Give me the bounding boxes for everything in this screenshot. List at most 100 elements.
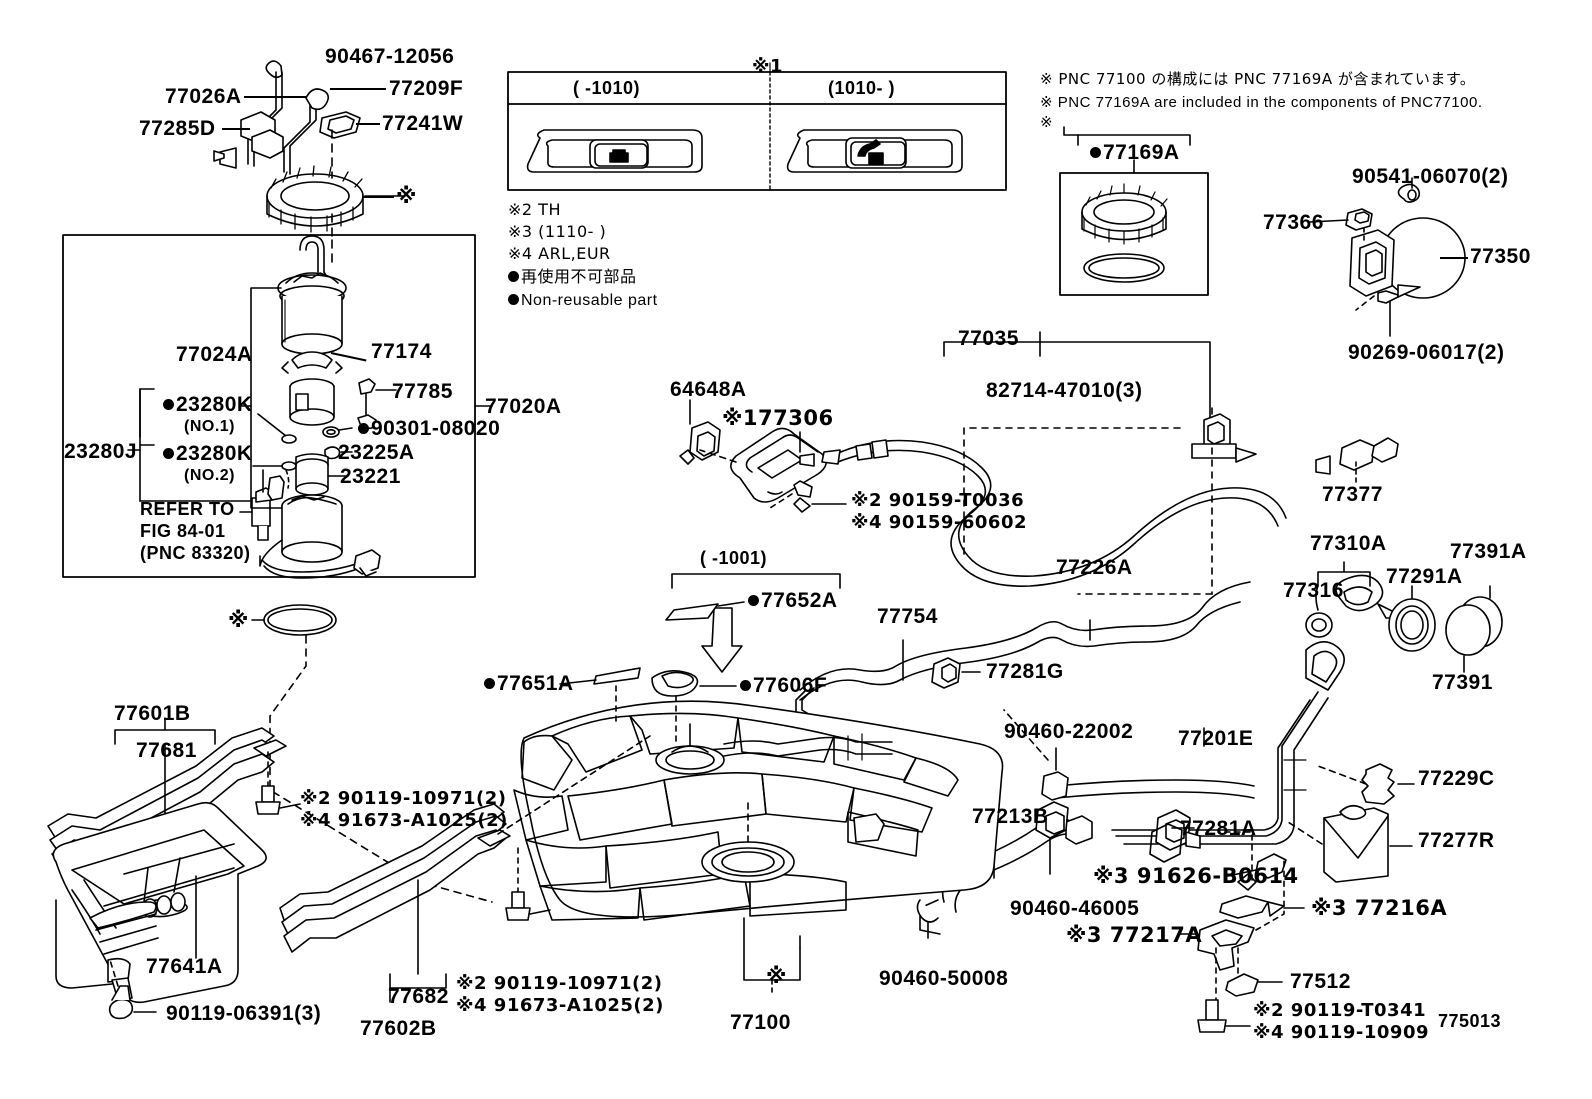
label-90119-10971-b: ※2 90119-10971(2): [456, 973, 663, 994]
label-mark-tank: ※: [766, 964, 787, 988]
leader-mark-top: [362, 196, 394, 198]
leader-77209F: [330, 88, 386, 90]
nonreusable-dot-icon-3: [1090, 146, 1101, 158]
label-23280K-1-sub: (NO.1): [184, 418, 235, 435]
label-77366: 77366: [1263, 211, 1324, 234]
label-77169A-text: 77169A: [1103, 141, 1180, 164]
label-77285D: 77285D: [139, 117, 216, 140]
label-82714-47010: 82714-47010(3): [986, 379, 1143, 402]
legend-right-range: (1010- ): [828, 78, 896, 98]
label-23280K-2: 23280K: [163, 443, 253, 464]
label-23280J: 23280J: [64, 440, 138, 463]
leader-77285D: [222, 128, 250, 130]
label-90119-10909: ※4 90119-10909: [1253, 1022, 1430, 1043]
label-77651A-text: 77651A: [497, 672, 574, 695]
note-pnc-en: ※ PNC 77169A are included in the compone…: [1040, 94, 1483, 111]
legend-left-range: ( -1010): [573, 78, 641, 98]
label-23221: 23221: [340, 465, 401, 488]
note-mark-only: ※: [1040, 113, 1054, 131]
label-mark-oring: ※: [228, 608, 249, 632]
note-nonreusable-en: Non-reusable part: [508, 293, 658, 309]
label-77100: 77100: [730, 1011, 791, 1034]
label-77024A: 77024A: [176, 343, 253, 366]
drawing-number: 775013: [1438, 1011, 1502, 1031]
label-91673-A1025-a: ※4 91673-A1025(2): [300, 810, 508, 831]
label-23280K-2-text: 23280K: [176, 442, 253, 465]
label-77601B: 77601B: [114, 702, 191, 725]
label-77216A: ※3 77216A: [1311, 896, 1448, 920]
nonreusable-dot-icon-6: [358, 422, 369, 434]
label-91626-B0614: ※3 91626-B0614: [1093, 864, 1299, 888]
label-90301-08020: 90301-08020: [358, 418, 500, 439]
label-77391: 77391: [1432, 671, 1493, 694]
label-90301-text: 90301-08020: [371, 417, 501, 440]
label-77026A: 77026A: [165, 85, 242, 108]
label-90269-06017: 90269-06017(2): [1348, 341, 1505, 364]
label-77641A: 77641A: [146, 955, 223, 978]
note-ref-4: ※4 ARL,EUR: [508, 244, 611, 263]
label-91673-A1025-b: ※4 91673-A1025(2): [456, 995, 664, 1016]
label-77217A: ※3 77217A: [1066, 923, 1203, 947]
note-ref-3: ※3 (1110- ): [508, 222, 607, 241]
label-77213B: 77213B: [972, 805, 1049, 828]
label-77651A: 77651A: [484, 673, 574, 694]
nonreusable-dot-icon-5: [163, 447, 174, 459]
label-77291A: 77291A: [1386, 565, 1463, 588]
label-64648A: 64648A: [670, 378, 747, 401]
nonreusable-dot-icon: [508, 271, 519, 282]
leader-77350: [1440, 257, 1468, 259]
label-90467-12056: 90467-12056: [325, 45, 455, 68]
legend-header-mark: ※1: [752, 56, 784, 77]
leader-77241W: [356, 123, 380, 125]
nonreusable-dot-icon-9: [740, 679, 751, 691]
label-77169A: 77169A: [1090, 142, 1180, 163]
label-77391A: 77391A: [1450, 540, 1527, 563]
nonreusable-dot-icon-8: [484, 677, 495, 689]
label-23280K-2-sub: (NO.2): [184, 467, 235, 484]
note-pnc-jp: ※ PNC 77100 の構成には PNC 77169A が含まれています。: [1040, 70, 1476, 88]
label-90119-06391: 90119-06391(3): [166, 1002, 322, 1025]
label-77201E: 77201E: [1178, 727, 1254, 750]
note-nonreusable-jp: 再使用不可部品: [508, 269, 637, 285]
label-90119-10971-a: ※2 90119-10971(2): [300, 788, 507, 809]
label-77606F-text: 77606F: [753, 674, 828, 697]
label-77350: 77350: [1470, 245, 1531, 268]
label-90460-46005: 90460-46005: [1010, 897, 1140, 920]
nonreusable-dot-icon-7: [748, 594, 759, 606]
label-77602B: 77602B: [360, 1017, 437, 1040]
label-77682: 77682: [388, 985, 449, 1008]
label-23225A: 23225A: [338, 441, 415, 464]
label-90159-60602: ※4 90159-60602: [851, 512, 1028, 533]
label-177306: ※177306: [722, 406, 834, 430]
label-refer-line3: (PNC 83320): [140, 543, 251, 563]
note-nonreusable-jp-text: 再使用不可部品: [521, 267, 637, 286]
label-77281G: 77281G: [986, 660, 1064, 683]
label-77681: 77681: [136, 739, 197, 762]
label-90460-50008: 90460-50008: [879, 967, 1009, 990]
label-77229C: 77229C: [1418, 767, 1495, 790]
label-77310A: 77310A: [1310, 532, 1387, 555]
label-77281A: 77281A: [1180, 817, 1257, 840]
note-nonreusable-en-text: Non-reusable part: [521, 292, 658, 309]
label-range-1001: ( -1001): [700, 548, 768, 568]
leader-77026A: [244, 96, 306, 98]
nonreusable-dot-icon-4: [163, 398, 174, 410]
label-mark-top: ※: [396, 184, 417, 208]
label-77226A: 77226A: [1056, 556, 1133, 579]
note-ref-2: ※2 TH: [508, 200, 561, 219]
label-23280K-1: 23280K: [163, 394, 253, 415]
label-77606F: 77606F: [740, 675, 827, 696]
label-77652A: 77652A: [748, 590, 838, 611]
label-77241W: 77241W: [382, 112, 464, 135]
label-90541-06070: 90541-06070(2): [1352, 165, 1509, 188]
label-refer-line2: FIG 84-01: [140, 521, 226, 541]
label-77020A: 77020A: [485, 395, 562, 418]
label-90159-T0036: ※2 90159-T0036: [851, 490, 1025, 511]
label-77035: 77035: [958, 327, 1019, 350]
label-77377: 77377: [1322, 483, 1383, 506]
label-77316: 77316: [1283, 579, 1344, 602]
label-77512: 77512: [1290, 970, 1351, 993]
label-23280K-1-text: 23280K: [176, 393, 253, 416]
